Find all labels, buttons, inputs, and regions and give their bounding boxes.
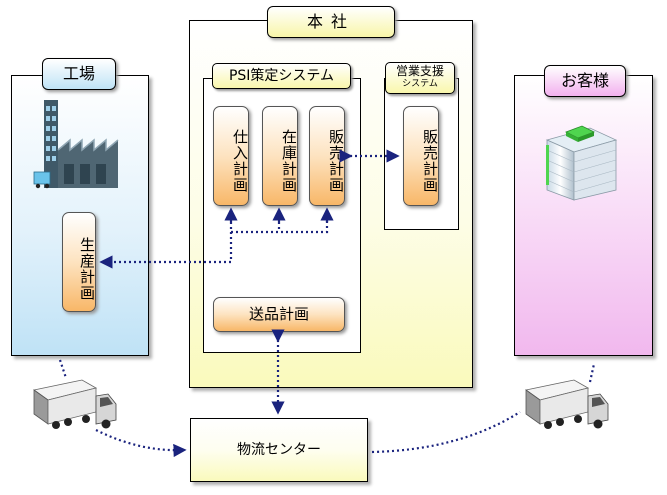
sales-plan-box: 販売計画 [309, 106, 345, 206]
connector-factory-truck [58, 359, 68, 379]
logistics-center-box: 物流センター [190, 418, 368, 482]
truck-icon-left [33, 379, 117, 429]
shipping-plan-box: 送品計画 [213, 297, 345, 332]
factory-icon [33, 100, 119, 189]
psi-system-title: PSI策定システム [212, 63, 351, 89]
production-plan-box: 生産計画 [62, 212, 96, 312]
sales-support-system-title: 営業支援 システム [385, 62, 455, 94]
purchase-plan-box: 仕入計画 [213, 106, 249, 206]
support-sales-plan-box: 販売計画 [403, 106, 439, 206]
truck-icon-right [525, 379, 609, 429]
customer-title: お客様 [544, 65, 626, 97]
connector-truck-customer [588, 363, 596, 383]
connector-to-production [99, 232, 233, 269]
sales-support-system-subtitle: システム [402, 79, 438, 89]
customer-panel [514, 75, 653, 356]
connector-truck-logistics [95, 429, 187, 458]
connector-lines [58, 149, 596, 458]
headquarters-title: 本社 [267, 6, 395, 38]
inventory-plan-box: 在庫計画 [262, 106, 298, 206]
factory-title: 工場 [42, 58, 116, 90]
sales-support-system-title-main: 営業支援 [395, 64, 444, 78]
connector-logistics-truck [371, 411, 521, 454]
building-icon [545, 125, 618, 201]
